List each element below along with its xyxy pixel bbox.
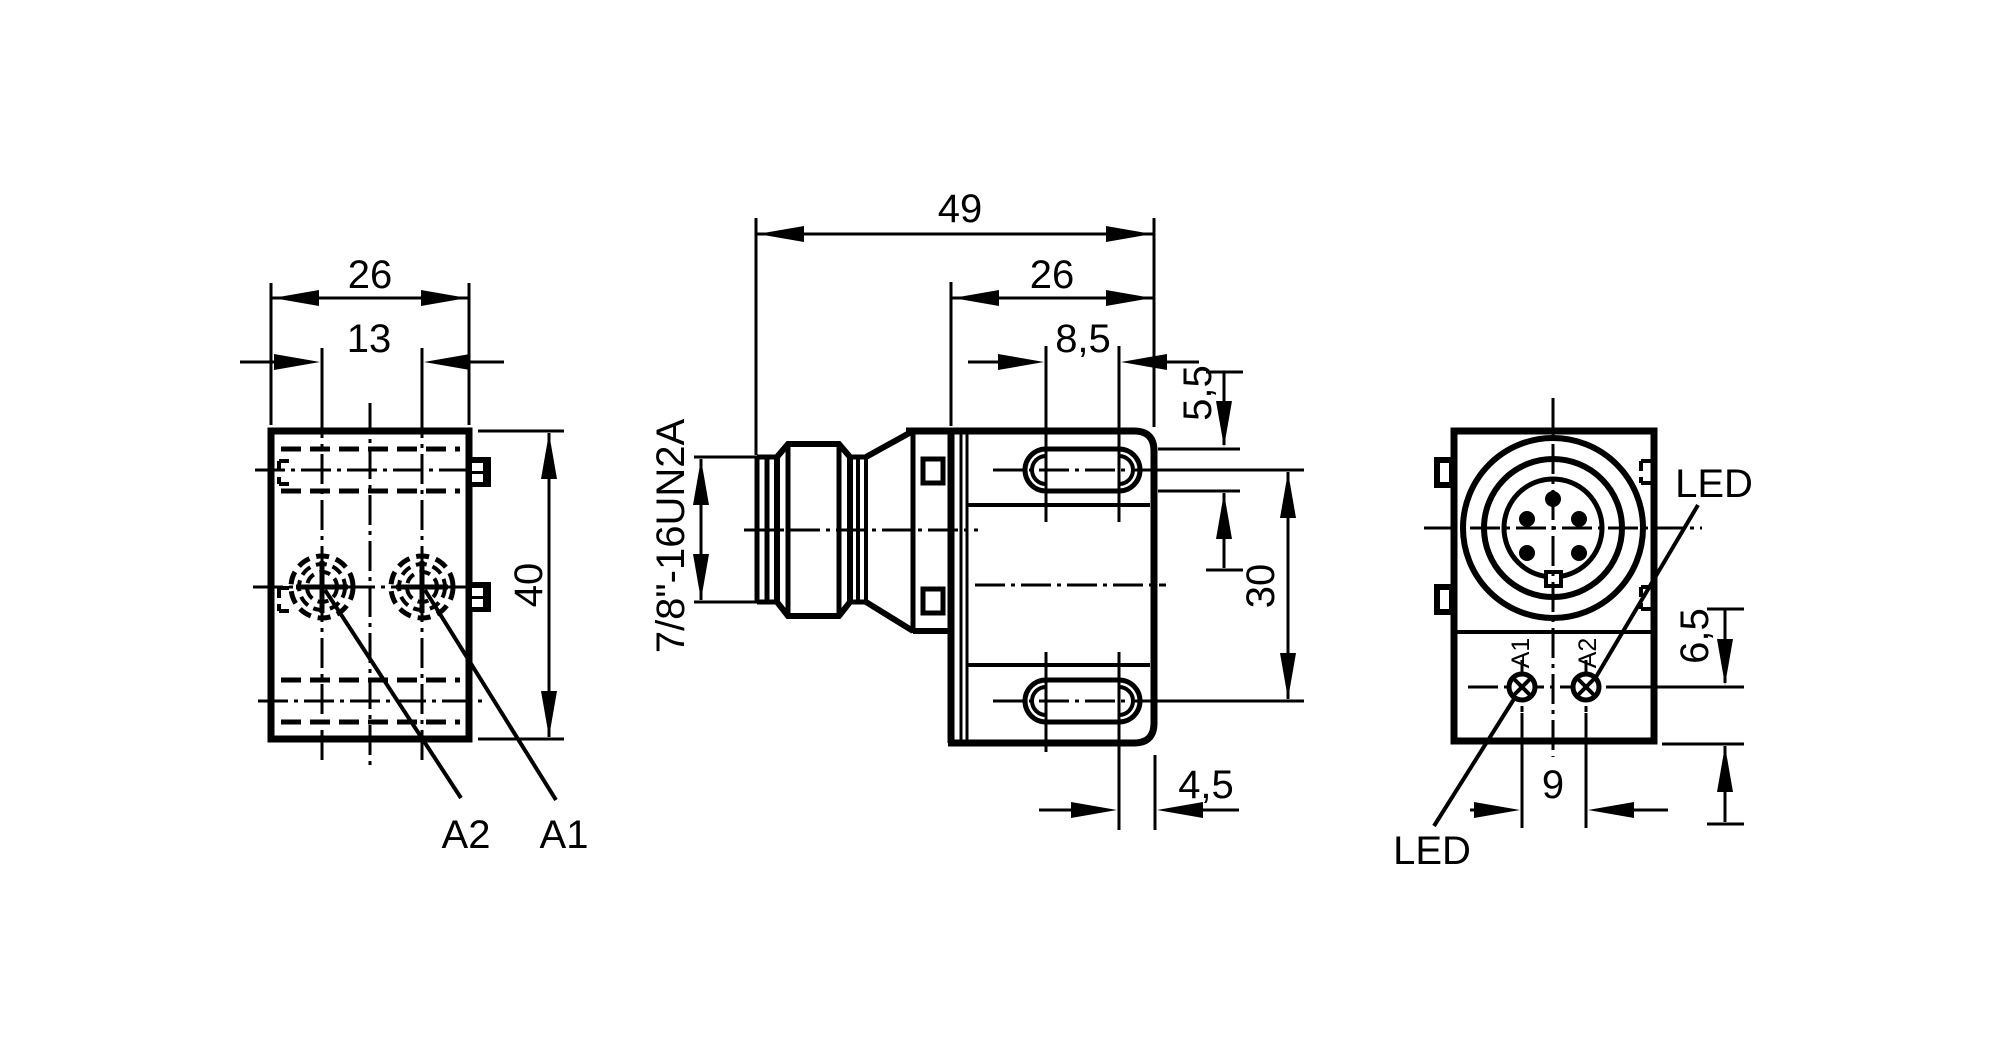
end-view: A1 A2 LED LED 6,5 xyxy=(1393,398,1753,873)
dim-text-front-width: 26 xyxy=(348,253,393,297)
label-a1: A1 xyxy=(540,813,589,857)
side-centerlines xyxy=(744,468,1166,703)
label-led-top: LED xyxy=(1675,462,1753,506)
bracket-plate xyxy=(947,429,969,743)
front-side-tab-top xyxy=(470,457,491,487)
connector-pins xyxy=(1519,491,1587,561)
dim-slot-width: 5,5 xyxy=(1158,365,1243,572)
dim-slot-edge: 4,5 xyxy=(1039,755,1239,830)
dim-text-side-body-depth: 26 xyxy=(1030,253,1075,297)
dim-text-slot-edge: 4,5 xyxy=(1178,763,1234,807)
dim-text-side-depth: 49 xyxy=(938,187,983,231)
dim-led-offset: 6,5 xyxy=(1614,607,1744,826)
connector-cone xyxy=(864,428,951,634)
end-hidden-tab-top xyxy=(1639,459,1655,485)
label-led-bottom: LED xyxy=(1393,829,1471,873)
led-symbol-a2 xyxy=(1570,671,1602,703)
dim-slot-spacing: 30 xyxy=(1150,468,1304,703)
front-centerlines xyxy=(253,403,488,768)
dim-text-led-spacing: 9 xyxy=(1542,763,1564,807)
label-a2: A2 xyxy=(442,813,491,857)
dim-slot-offset: 8,5 xyxy=(968,317,1199,522)
dim-thread: 7/8"-16UN2A xyxy=(649,419,760,654)
front-hidden-slot-lines xyxy=(281,446,460,725)
dim-text-led-offset: 6,5 xyxy=(1673,608,1717,664)
led-labels: LED LED xyxy=(1393,462,1753,873)
dim-front-height: 40 xyxy=(478,429,564,741)
dim-text-front-spacing: 13 xyxy=(347,317,392,361)
side-view: 49 26 8,5 xyxy=(649,187,1304,830)
dim-front-spacing: 13 xyxy=(240,317,504,410)
sensing-target-a1 xyxy=(388,553,456,621)
dim-side-depth: 49 xyxy=(754,187,1156,455)
dim-side-body-depth: 26 xyxy=(949,253,1154,426)
dim-text-slot-spacing: 30 xyxy=(1239,564,1283,609)
front-hidden-clips xyxy=(277,459,295,613)
front-labels: A2 A1 xyxy=(323,588,589,857)
indicator-label-a1: A1 xyxy=(1507,638,1535,669)
dim-text-thread: 7/8"-16UN2A xyxy=(649,419,693,654)
dim-text-slot-width: 5,5 xyxy=(1176,365,1220,421)
end-side-tab-top xyxy=(1434,457,1455,488)
dim-text-slot-offset: 8,5 xyxy=(1055,317,1111,361)
sensing-target-a2 xyxy=(288,553,356,621)
front-view: 26 13 40 A2 A1 xyxy=(240,253,588,857)
led-symbol-a1 xyxy=(1506,671,1538,703)
indicator-label-a2: A2 xyxy=(1574,638,1602,669)
front-side-tab-bottom xyxy=(470,582,491,612)
dim-led-spacing: 9 xyxy=(1470,713,1668,828)
side-body-outline xyxy=(906,427,1158,747)
dim-front-width: 26 xyxy=(269,253,471,425)
dim-text-front-height: 40 xyxy=(507,563,551,608)
end-side-tab-bottom xyxy=(1434,584,1455,615)
